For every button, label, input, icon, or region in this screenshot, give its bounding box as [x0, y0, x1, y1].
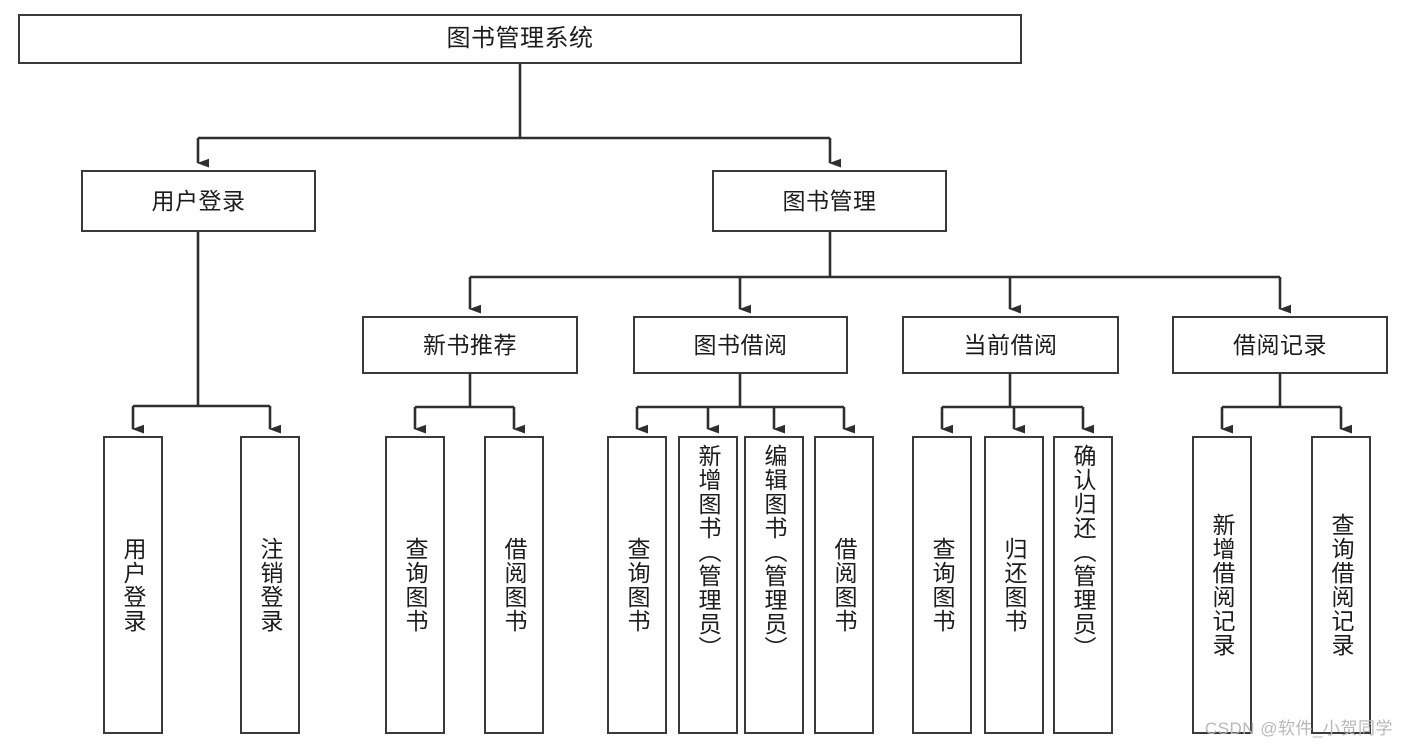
node-label: 用户登录	[151, 187, 246, 214]
node-label: 查询借阅记录	[1328, 513, 1355, 657]
node-label: 查询图书	[929, 537, 956, 633]
leaf-query-borrow-record[interactable]: 查询借阅记录	[1311, 436, 1371, 734]
node-label: 注销登录	[257, 537, 284, 633]
leaf-query-book[interactable]: 查询图书	[607, 436, 667, 734]
node-book-management[interactable]: 图书管理	[712, 170, 947, 232]
leaf-borrow-book[interactable]: 借阅图书	[814, 436, 874, 734]
node-user-login[interactable]: 用户登录	[81, 170, 316, 232]
node-label: 借阅记录	[1233, 331, 1327, 358]
leaf-return-book[interactable]: 归还图书	[984, 436, 1044, 734]
node-label: 新书推荐	[423, 331, 517, 358]
node-new-book-recommend[interactable]: 新书推荐	[362, 316, 578, 374]
node-label: 查询图书	[624, 537, 651, 633]
node-label: 查询图书	[402, 537, 429, 633]
node-label: 确认归还（管理员）	[1070, 444, 1097, 660]
node-label: 图书借阅	[693, 331, 788, 358]
node-book-borrow[interactable]: 图书借阅	[633, 316, 848, 374]
node-label: 新增图书（管理员）	[695, 444, 722, 660]
leaf-user-login[interactable]: 用户登录	[103, 436, 163, 734]
node-label: 新增借阅记录	[1209, 513, 1236, 657]
leaf-query-book-recommend[interactable]: 查询图书	[385, 436, 445, 734]
node-label: 借阅图书	[831, 537, 858, 633]
node-root-system[interactable]: 图书管理系统	[18, 14, 1022, 64]
leaf-add-book-admin[interactable]: 新增图书（管理员）	[678, 436, 738, 734]
node-label: 借阅图书	[501, 537, 528, 633]
node-label: 图书管理系统	[446, 25, 594, 52]
node-label: 图书管理	[782, 187, 877, 214]
node-label: 当前借阅	[963, 331, 1058, 358]
node-current-borrow[interactable]: 当前借阅	[902, 316, 1119, 374]
node-label: 用户登录	[120, 537, 147, 633]
leaf-confirm-return-admin[interactable]: 确认归还（管理员）	[1053, 436, 1113, 734]
node-label: 归还图书	[1001, 537, 1028, 633]
node-borrow-record[interactable]: 借阅记录	[1172, 316, 1388, 374]
node-label: 编辑图书（管理员）	[761, 444, 788, 660]
leaf-edit-book-admin[interactable]: 编辑图书（管理员）	[744, 436, 804, 734]
leaf-add-borrow-record[interactable]: 新增借阅记录	[1192, 436, 1252, 734]
leaf-borrow-book-recommend[interactable]: 借阅图书	[484, 436, 544, 734]
leaf-query-book-current[interactable]: 查询图书	[912, 436, 972, 734]
leaf-user-logout[interactable]: 注销登录	[240, 436, 300, 734]
